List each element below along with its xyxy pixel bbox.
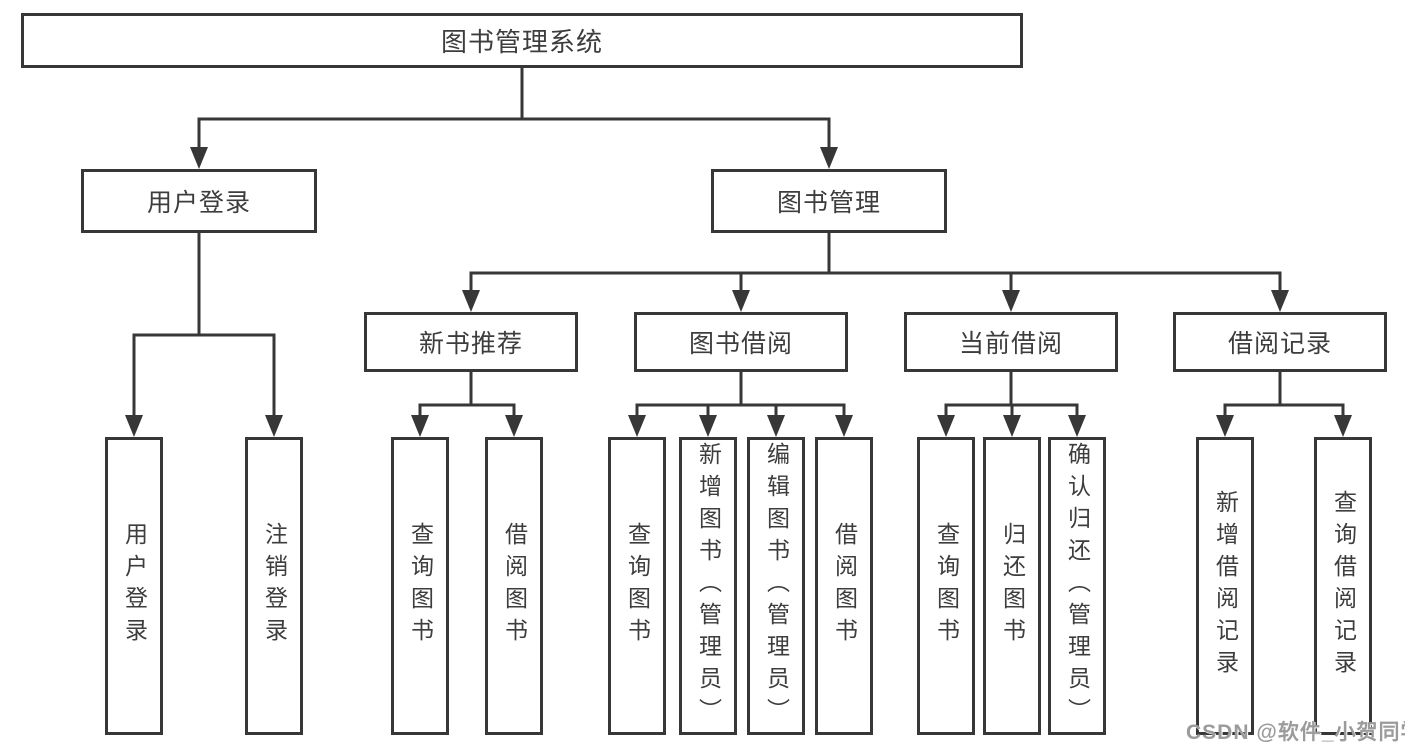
node-new-book-recommendation-label: 新书推荐 [418,330,523,358]
node-user-login-label: 用户登录 [146,189,251,217]
leaf-add-book-admin-label: 新增图书（管理员） [695,442,722,730]
leaf-edit-book-admin-label: 编辑图书（管理员） [763,442,790,730]
leaf-user-login: 用户登录 [105,437,163,735]
csdn-watermark: CSDN @软件_小贺同学 [1186,721,1405,744]
node-book-borrowing-label: 图书借阅 [688,330,793,358]
node-current-borrowing: 当前借阅 [904,312,1118,372]
leaf-borrow-books-2-label: 借阅图书 [831,522,858,650]
leaf-query-books-2: 查询图书 [608,437,666,735]
leaf-add-book-admin: 新增图书（管理员） [679,437,737,735]
leaf-query-borrow-record: 查询借阅记录 [1314,437,1372,735]
leaf-borrow-books-1-label: 借阅图书 [501,522,528,650]
leaf-borrow-books-2: 借阅图书 [815,437,873,735]
leaf-query-borrow-record-label: 查询借阅记录 [1330,490,1357,682]
leaf-logout: 注销登录 [245,437,303,735]
leaf-confirm-return-admin-label: 确认归还（管理员） [1064,442,1091,730]
node-book-management: 图书管理 [711,169,947,233]
node-borrowing-records: 借阅记录 [1173,312,1387,372]
leaf-edit-book-admin: 编辑图书（管理员） [747,437,805,735]
leaf-return-books-label: 归还图书 [999,522,1026,650]
leaf-query-books-3: 查询图书 [917,437,975,735]
leaf-borrow-books-1: 借阅图书 [485,437,543,735]
node-book-borrowing: 图书借阅 [634,312,848,372]
leaf-query-books-1: 查询图书 [391,437,449,735]
node-user-login: 用户登录 [81,169,317,233]
leaf-return-books: 归还图书 [983,437,1041,735]
node-book-management-label: 图书管理 [776,189,881,217]
leaf-logout-label: 注销登录 [261,522,288,650]
leaf-add-borrow-record-label: 新增借阅记录 [1212,490,1239,682]
node-borrowing-records-label: 借阅记录 [1227,330,1332,358]
leaf-add-borrow-record: 新增借阅记录 [1196,437,1254,735]
tree-branches [132,66,1345,422]
root-node-library-management-system: 图书管理系统 [21,13,1023,68]
leaf-confirm-return-admin: 确认归还（管理员） [1048,437,1106,735]
root-node-label: 图书管理系统 [440,27,603,57]
leaf-query-books-1-label: 查询图书 [407,522,434,650]
leaf-query-books-3-label: 查询图书 [933,522,960,650]
leaf-user-login-label: 用户登录 [121,522,148,650]
node-current-borrowing-label: 当前借阅 [958,330,1063,358]
arrowhead-icons [125,147,1352,437]
leaf-query-books-2-label: 查询图书 [624,522,651,650]
node-new-book-recommendation: 新书推荐 [364,312,578,372]
